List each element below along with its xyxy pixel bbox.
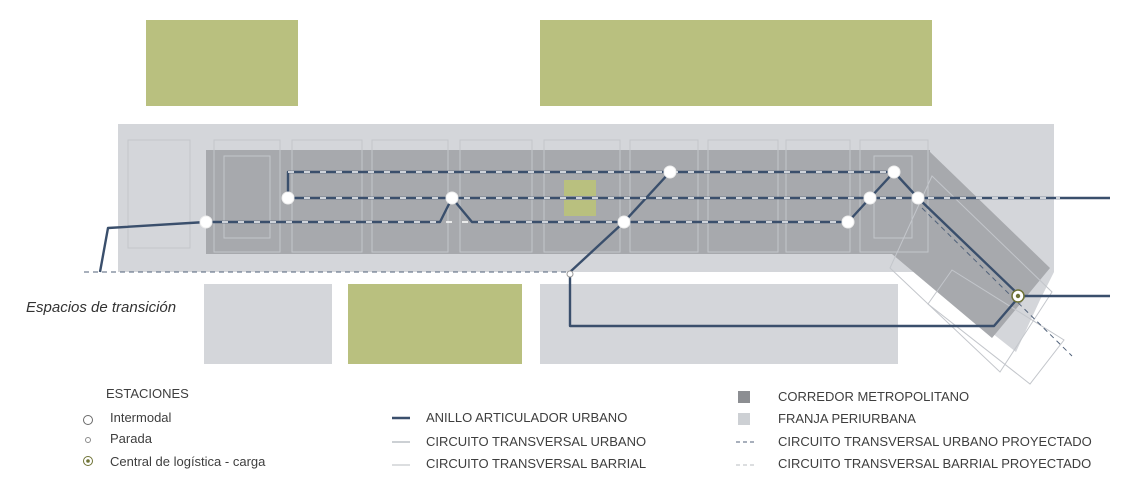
intermodal-legend-label: Intermodal: [110, 410, 172, 425]
green-square-lower: [564, 200, 596, 216]
stop-legend-icon: [85, 437, 91, 443]
urban-circuit-legend-label: CIRCUITO TRANSVERSAL URBANO: [426, 434, 646, 449]
logistics-station-dot: [1015, 293, 1021, 299]
projected-circuits: [84, 207, 1073, 357]
green-square-upper: [564, 180, 596, 196]
barrial-projected-legend-label: CIRCUITO TRANSVERSAL BARRIAL PROYECTADO: [778, 456, 1091, 471]
barrial-circuit-legend-label: CIRCUITO TRANSVERSAL BARRIAL: [426, 456, 646, 471]
stations-heading: ESTACIONES: [106, 386, 189, 401]
stop-legend-label: Parada: [110, 431, 153, 446]
ring-legend-label: ANILLO ARTICULADOR URBANO: [426, 410, 627, 425]
transition-spaces-label: Espacios de transición: [26, 299, 176, 316]
logistics-legend-label: Central de logística - carga: [110, 454, 266, 469]
intermodal-legend-icon: [83, 415, 93, 425]
stop-marker: [566, 270, 574, 278]
periurban-legend-label: FRANJA PERIURBANA: [778, 411, 916, 426]
green-block-top-right: [540, 20, 932, 106]
metro-corridor-legend-label: CORREDOR METROPOLITANO: [778, 389, 969, 404]
urban-projected-legend-label: CIRCUITO TRANSVERSAL URBANO PROYECTADO: [778, 434, 1092, 449]
metro-corridor-legend-icon: [738, 391, 750, 403]
gray-block-bottom-right: [540, 284, 898, 364]
green-block-top-left: [146, 20, 298, 106]
logistics-legend-dot: [86, 459, 90, 463]
gray-block-bottom-left: [204, 284, 332, 364]
stations: [199, 165, 925, 229]
green-block-bottom-center: [348, 284, 522, 364]
periurban-legend-icon: [738, 413, 750, 425]
legend: ESTACIONES Intermodal Parada Central de …: [83, 386, 1092, 471]
dashed-overlays: [206, 171, 1060, 223]
